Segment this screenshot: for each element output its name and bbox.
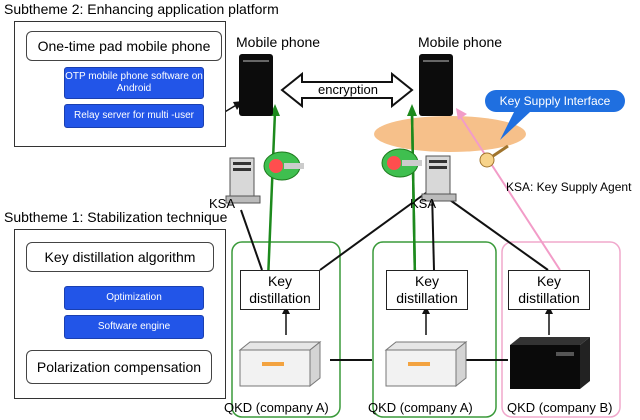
wire-ksa-left bbox=[240, 209, 263, 271]
mobile-phone-right-label: Mobile phone bbox=[418, 34, 503, 50]
otp-software-button[interactable]: OTP mobile phone software on Android bbox=[64, 67, 204, 99]
otp-phone-box: One-time pad mobile phone bbox=[26, 31, 222, 61]
ksa-left-label: KSA bbox=[209, 196, 236, 211]
key-distillation-a2: Key distillation bbox=[386, 270, 468, 310]
qkd-a1-label: QKD (company A) bbox=[224, 400, 329, 415]
wire-ksa-right-b bbox=[435, 189, 549, 271]
wire-ksa-right-down bbox=[431, 191, 435, 271]
qkd-device-b-icon bbox=[510, 337, 590, 389]
key-icon-right bbox=[381, 148, 422, 178]
ksa-left-server-icon bbox=[225, 157, 261, 204]
key-distillation-a1: Key distillation bbox=[240, 270, 320, 310]
mobile-phone-left-icon bbox=[239, 54, 273, 116]
subtheme1-title: Subtheme 1: Stabilization technique bbox=[4, 209, 228, 225]
ksa-right-server-icon bbox=[421, 155, 457, 202]
qkd-a1-frame bbox=[231, 241, 341, 418]
encryption-label: encryption bbox=[318, 82, 378, 97]
optimization-button[interactable]: Optimization bbox=[64, 286, 204, 310]
wire-ksa-right-a1 bbox=[319, 189, 431, 271]
encryption-arrow bbox=[280, 71, 414, 109]
key-distillation-b: Key distillation bbox=[508, 270, 590, 310]
key-icon-pink bbox=[479, 144, 509, 168]
green-arrow-left bbox=[266, 111, 277, 281]
qkd-device-a1-icon bbox=[238, 340, 322, 388]
mobile-phone-left-label: Mobile phone bbox=[236, 34, 321, 50]
pink-line bbox=[459, 115, 561, 271]
key-icon-left bbox=[263, 151, 304, 181]
qkd-b-label: QKD (company B) bbox=[507, 400, 613, 415]
software-engine-button[interactable]: Software engine bbox=[64, 315, 204, 339]
qkd-a2-frame bbox=[372, 241, 497, 418]
ksa-right-label: KSA bbox=[410, 196, 437, 211]
qkd-b-frame bbox=[501, 241, 621, 418]
mobile-phone-right-icon bbox=[419, 54, 453, 116]
ksa-legend: KSA: Key Supply Agent bbox=[506, 180, 632, 194]
qkd-a2-label: QKD (company A) bbox=[368, 400, 473, 415]
key-supply-interface-badge: Key Supply Interface bbox=[485, 90, 625, 112]
subtheme2-title: Subtheme 2: Enhancing application platfo… bbox=[4, 1, 279, 17]
key-distillation-algorithm-box: Key distillation algorithm bbox=[26, 242, 214, 272]
polarization-compensation-box: Polarization compensation bbox=[26, 350, 212, 384]
qkd-device-a2-icon bbox=[384, 340, 468, 388]
relay-server-button[interactable]: Relay server for multi -user bbox=[64, 104, 204, 128]
interface-pointer bbox=[500, 110, 530, 140]
